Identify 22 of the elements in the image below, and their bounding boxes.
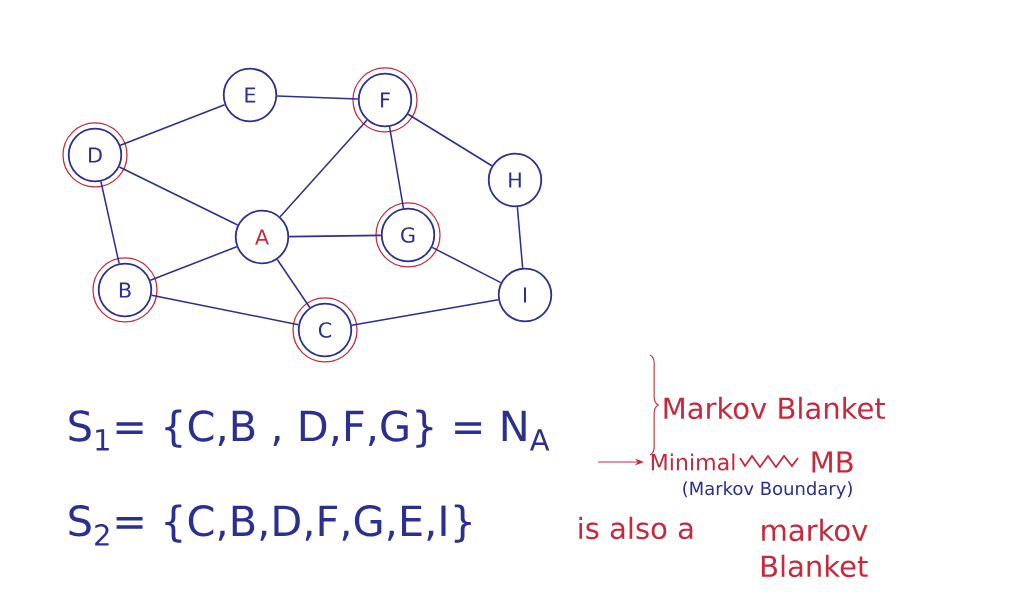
note-text: Markov Blanket [664,396,886,420]
note-text: (Markov Boundary) [683,481,852,499]
edge-line [150,294,300,326]
edge-line [119,104,226,146]
set-formula: S$_{1}$= {C,B , D,F,G} = N$_{A}$ [69,409,550,451]
edge-line [388,126,405,209]
edge-line [100,180,120,265]
note-text: is also a [579,516,693,540]
edge-line [431,246,502,284]
edge-line [276,95,359,100]
note-text: Minimal [651,453,735,471]
edge-line [149,246,238,281]
edge-line [288,234,382,238]
set-formula: S$_{2}$= {C,B,D,F,G,E,I} [69,504,471,546]
edge-line [118,166,239,226]
note-text: MB [812,451,853,473]
edge-line [351,298,499,327]
edge-line [279,119,368,218]
edge-line [276,258,311,309]
note-text: markov Blanket [761,518,868,578]
edge-line [516,206,524,269]
edge-line [407,113,493,167]
